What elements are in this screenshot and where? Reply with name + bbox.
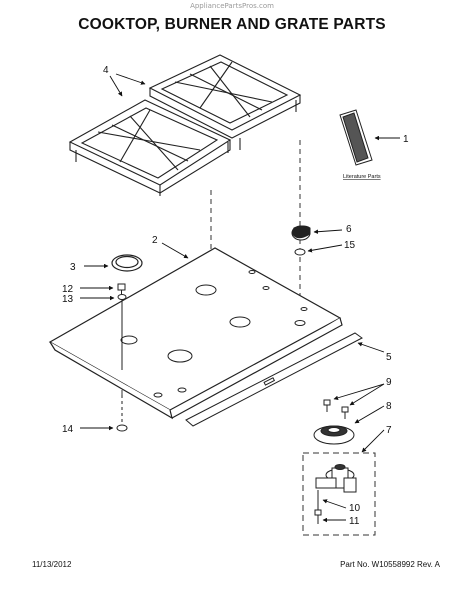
burner-openings [120,270,308,398]
callout-1: 1 [403,134,409,145]
callout-5: 5 [386,352,392,363]
callout-8: 8 [386,401,392,412]
footer-date: 11/13/2012 [32,560,72,569]
literature-parts-booklet [339,109,373,166]
callout-2: 2 [152,235,158,246]
burner-base-7 [315,464,357,493]
watermark: AppliancePartsPros.com [190,2,274,10]
screw-12 [117,283,126,294]
callout-6: 6 [346,224,352,235]
callout-7: 7 [386,425,392,436]
burner-screws-10-11 [314,490,322,524]
control-knob [291,225,311,241]
burner-screws-9 [323,399,349,419]
callout-4: 4 [103,65,109,76]
burner-base-frame [302,452,376,536]
cooktop-panel [48,247,343,420]
callout-3: 3 [70,262,76,273]
grate-left [68,99,232,196]
callout-9: 9 [386,377,392,388]
page-title: COOKTOP, BURNER AND GRATE PARTS [78,16,386,33]
callout-10: 10 [349,503,361,514]
foot-14 [116,395,128,432]
callout-11: 11 [349,516,360,527]
knob-grommet [294,248,306,256]
callout-14: 14 [62,424,74,435]
callout-12: 12 [62,284,74,295]
burner-head-8 [313,425,355,445]
callout-13: 13 [62,294,74,305]
callout-15: 15 [344,240,356,251]
literature-parts-label: Literature Parts [343,174,381,180]
burner-cap [111,254,143,272]
trim-strip [185,332,363,427]
washer-13 [117,294,127,300]
footer-part-number: Part No. W10558992 Rev. A [340,560,440,569]
grate-right [148,54,302,150]
